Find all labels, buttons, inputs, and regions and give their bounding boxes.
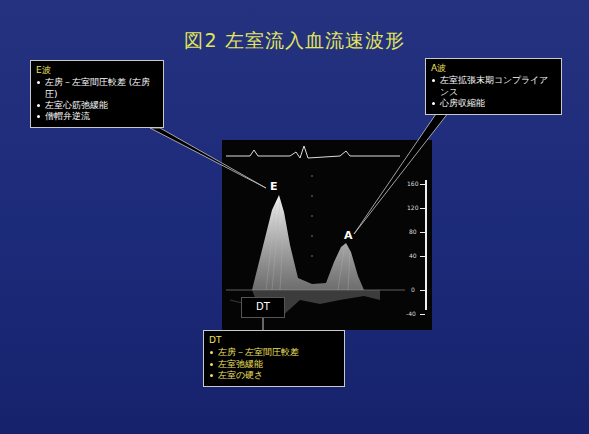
marker-label: DT <box>256 301 270 312</box>
bullet-item: 左室弛緩能 <box>209 359 339 370</box>
bullet-item: 左室拡張末期コンプライアンス <box>431 75 556 98</box>
bullet-item: 僧帽弁逆流 <box>36 111 158 122</box>
marker-box: DT <box>241 297 285 318</box>
bullet-item: 左室の硬さ <box>209 370 339 381</box>
callout-box: DT左房－左室間圧較差左室弛緩能左室の硬さ <box>203 330 345 387</box>
callout-box: A波左室拡張末期コンプライアンス心房収縮能 <box>425 58 562 115</box>
spectral-streaks <box>230 200 350 305</box>
depth-dots <box>311 175 313 257</box>
bullet-item: 左房－左室間圧較差 <box>209 347 339 358</box>
flow-envelope <box>252 195 364 290</box>
callout-pointer <box>150 128 266 188</box>
callout-pointer <box>354 108 452 234</box>
scale-value: 80 <box>409 228 417 235</box>
scale-value: 120 <box>407 204 418 211</box>
wave-label: E <box>270 180 278 193</box>
velocity-scale <box>420 180 427 315</box>
scale-value: 40 <box>409 252 417 259</box>
wave-label: A <box>344 229 353 242</box>
scale-value: -40 <box>406 310 416 317</box>
bullet-item: 心房収縮能 <box>431 98 556 109</box>
scale-value: 0 <box>411 286 415 293</box>
slide-title: 図2 左室流入血流速波形 <box>0 28 589 54</box>
scale-value: 160 <box>407 180 418 187</box>
bullet-item: 左室心筋弛緩能 <box>36 100 158 111</box>
ecg-trace <box>226 146 400 158</box>
callout-connector <box>263 318 264 331</box>
callout-heading: A波 <box>431 63 556 74</box>
callout-box: E波左房－左室間圧較差 (左房圧)左室心筋弛緩能僧帽弁逆流 <box>30 60 164 128</box>
bullet-item: 左房－左室間圧較差 (左房圧) <box>36 77 158 100</box>
callout-heading: DT <box>209 335 339 346</box>
callout-heading: E波 <box>36 65 158 76</box>
